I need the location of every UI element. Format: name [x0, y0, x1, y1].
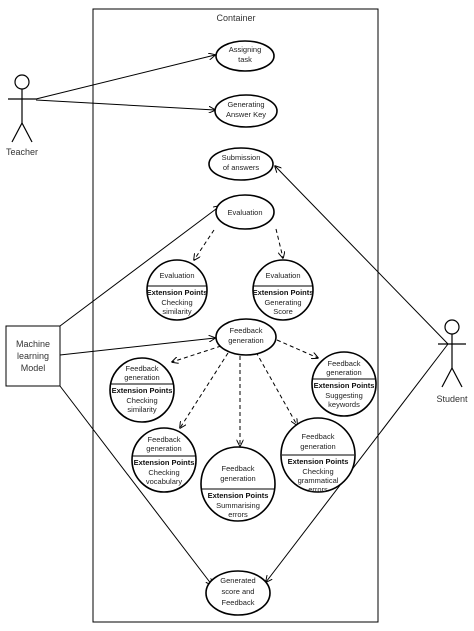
fb-sim-title-2: generation	[124, 373, 159, 382]
fb-sum-title-2: generation	[220, 474, 255, 483]
use-case-generated-score-feedback[interactable]: Generated score and Feedback	[205, 570, 271, 616]
ml-model-label-1: Machine	[16, 339, 50, 349]
extend-feedback-keywords	[276, 339, 318, 358]
use-case-feedback-suggesting-keywords[interactable]: Feedback generation Extension Points Sug…	[311, 351, 377, 417]
use-case-feedback-generation[interactable]: Feedback generation	[215, 318, 277, 356]
fb-vocab-ext-label: Extension Points	[134, 458, 195, 467]
fb-kw-detail-2: keywords	[328, 400, 360, 409]
use-case-assigning-task[interactable]: Assigning task	[215, 40, 275, 72]
assigning-task-label-1: Assigning	[229, 45, 262, 54]
system-boundary-label: Container	[216, 13, 255, 23]
fb-vocab-title-1: Feedback	[148, 435, 181, 444]
extend-feedback-vocabulary	[180, 352, 229, 428]
eval-sim-detail-2: similarity	[162, 307, 191, 316]
fb-gram-ext-label: Extension Points	[288, 457, 349, 466]
ml-model-actor[interactable]: Machine learning Model	[5, 325, 61, 387]
fb-kw-title-2: generation	[326, 368, 361, 377]
ml-model-box	[5, 325, 61, 387]
association-teacher-answer-key	[35, 99, 215, 110]
association-model-evaluation	[59, 206, 220, 327]
use-case-submission-of-answers[interactable]: Submission of answers	[208, 147, 274, 181]
teacher-label: Teacher	[6, 147, 38, 157]
ml-model-label-3: Model	[21, 363, 46, 373]
fb-gram-detail-3: errors	[308, 485, 328, 494]
fb-sum-detail-2: errors	[228, 510, 248, 519]
eval-score-detail-1: Generating	[264, 298, 301, 307]
fb-gram-title-1: Feedback	[302, 432, 335, 441]
association-model-generated-score	[59, 385, 212, 585]
generated-score-label-2: score and	[222, 587, 255, 596]
fb-sum-ext-label: Extension Points	[208, 491, 269, 500]
fb-sim-title-1: Feedback	[126, 364, 159, 373]
extend-evaluation-score	[275, 228, 283, 258]
eval-score-detail-2: Score	[273, 307, 293, 316]
generated-score-label-3: Feedback	[222, 598, 255, 607]
use-case-generating-answer-key[interactable]: Generating Answer Key	[214, 94, 278, 128]
teacher-right-leg	[21, 122, 33, 143]
extend-feedback-grammatical	[255, 351, 297, 425]
answer-key-label-2: Answer Key	[226, 110, 266, 119]
generated-score-label-1: Generated	[220, 576, 255, 585]
eval-score-title: Evaluation	[265, 271, 300, 280]
student-actor[interactable]: Student	[436, 319, 468, 404]
association-student-submission	[275, 166, 449, 345]
submission-label-2: of answers	[223, 163, 260, 172]
association-model-feedback	[59, 338, 215, 356]
fb-sum-detail-1: Summarising	[216, 501, 260, 510]
association-student-generated-score	[266, 343, 449, 582]
system-boundary	[92, 8, 379, 623]
fb-gram-title-2: generation	[300, 442, 335, 451]
student-right-leg	[451, 367, 463, 388]
student-label: Student	[436, 394, 468, 404]
use-case-feedback-checking-similarity[interactable]: Feedback generation Extension Points Che…	[109, 357, 175, 423]
use-case-feedback-grammatical-errors[interactable]: Feedback generation Extension Points Che…	[280, 417, 356, 494]
evaluation-label: Evaluation	[227, 208, 262, 217]
feedback-label-2: generation	[228, 336, 263, 345]
fb-vocab-title-2: generation	[146, 444, 181, 453]
submission-label-1: Submission	[222, 153, 261, 162]
extend-evaluation-similarity	[194, 229, 215, 260]
use-case-feedback-summarising-errors[interactable]: Feedback generation Extension Points Sum…	[200, 446, 276, 522]
fb-kw-ext-label: Extension Points	[314, 381, 375, 390]
teacher-left-leg	[11, 122, 23, 143]
fb-sim-detail-1: Checking	[126, 396, 157, 405]
fb-sim-detail-2: similarity	[127, 405, 156, 414]
fb-sim-ext-label: Extension Points	[112, 386, 173, 395]
fb-vocab-detail-2: vocabulary	[146, 477, 183, 486]
fb-gram-detail-2: grammatical	[298, 476, 339, 485]
eval-sim-ext-label: Extension Points	[147, 288, 208, 297]
eval-sim-title: Evaluation	[159, 271, 194, 280]
fb-kw-detail-1: Suggesting	[325, 391, 363, 400]
student-left-leg	[441, 367, 453, 388]
fb-kw-title-1: Feedback	[328, 359, 361, 368]
use-case-evaluation-generating-score[interactable]: Evaluation Extension Points Generating S…	[252, 259, 314, 321]
ml-model-label-2: learning	[17, 351, 49, 361]
teacher-actor[interactable]: Teacher	[6, 74, 38, 157]
assigning-task-label-2: task	[238, 55, 252, 64]
feedback-label-1: Feedback	[230, 326, 263, 335]
teacher-head	[14, 74, 30, 90]
eval-score-ext-label: Extension Points	[253, 288, 314, 297]
fb-gram-detail-1: Checking	[302, 467, 333, 476]
association-teacher-assigning-task	[35, 55, 215, 100]
use-case-evaluation-checking-similarity[interactable]: Evaluation Extension Points Checking sim…	[146, 259, 208, 321]
extend-feedback-similarity	[172, 345, 222, 362]
eval-sim-detail-1: Checking	[161, 298, 192, 307]
fb-sum-title-1: Feedback	[222, 464, 255, 473]
answer-key-label-1: Generating	[227, 100, 264, 109]
fb-vocab-detail-1: Checking	[148, 468, 179, 477]
use-case-feedback-checking-vocabulary[interactable]: Feedback generation Extension Points Che…	[131, 427, 197, 493]
student-head	[444, 319, 460, 335]
use-case-evaluation[interactable]: Evaluation	[215, 194, 275, 230]
